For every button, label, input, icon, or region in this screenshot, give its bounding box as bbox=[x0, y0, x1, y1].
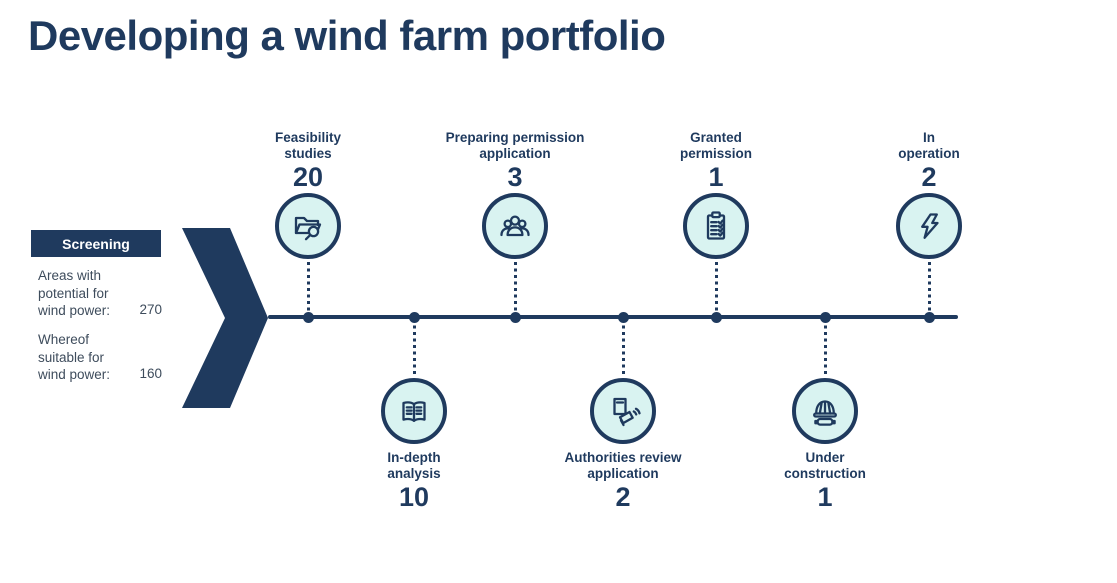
chevron-right-arrow bbox=[182, 228, 268, 408]
timeline-node bbox=[509, 311, 521, 323]
page-title: Developing a wind farm portfolio bbox=[28, 12, 666, 59]
stage-label: Feasibility studies bbox=[274, 130, 342, 161]
stage-under-construction: Under construction 1 bbox=[740, 378, 910, 513]
stat-line: wind power: bbox=[38, 367, 111, 382]
folder-search-icon bbox=[294, 216, 322, 241]
stage-icon-circle bbox=[381, 378, 447, 444]
stage-icon-circle bbox=[482, 193, 548, 259]
timeline-node bbox=[302, 311, 314, 323]
dotted-connector bbox=[927, 262, 931, 314]
stat-line: suitable for bbox=[38, 349, 105, 365]
stat-suitable-areas: Whereof suitable for wind power: 160 bbox=[38, 331, 162, 384]
timeline-node bbox=[923, 311, 935, 323]
stage-label: In-depth analysis bbox=[387, 450, 441, 481]
people-group-icon bbox=[500, 215, 530, 237]
stage-count: 10 bbox=[398, 482, 430, 512]
stage-label: Authorities review application bbox=[564, 450, 682, 481]
dotted-connector bbox=[621, 319, 625, 377]
clipboard-checklist-icon bbox=[706, 211, 726, 240]
timeline-node bbox=[408, 311, 420, 323]
stage-count: 20 bbox=[292, 162, 324, 192]
stat-line: Areas with bbox=[38, 268, 102, 283]
document-megaphone-icon bbox=[613, 397, 641, 427]
dotted-connector bbox=[513, 262, 517, 314]
stat-line: potential for bbox=[38, 285, 109, 301]
stage-icon-circle bbox=[896, 193, 962, 259]
stage-granted-permission: Granted permission 1 bbox=[631, 130, 801, 259]
stage-icon-circle bbox=[683, 193, 749, 259]
lightning-bolt-icon bbox=[921, 213, 939, 239]
dotted-connector bbox=[714, 262, 718, 314]
stat-line: wind power: bbox=[38, 303, 111, 318]
screening-stage-label: Screening bbox=[31, 230, 161, 257]
stage-icon-circle bbox=[792, 378, 858, 444]
dotted-connector bbox=[823, 319, 827, 377]
stage-in-depth-analysis: In-depth analysis 10 bbox=[329, 378, 499, 513]
stage-count: 3 bbox=[507, 162, 523, 192]
dotted-connector bbox=[412, 319, 416, 377]
stage-label: In operation bbox=[898, 130, 960, 161]
stage-preparing-permission-application: Preparing permission application 3 bbox=[430, 130, 600, 259]
stat-value: 160 bbox=[139, 366, 162, 381]
stage-count: 1 bbox=[708, 162, 724, 192]
timeline-axis bbox=[268, 315, 958, 319]
stat-potential-areas: Areas with potential for wind power: 270 bbox=[38, 267, 162, 320]
timeline-node bbox=[710, 311, 722, 323]
dotted-connector bbox=[306, 262, 310, 314]
stage-label: Under construction bbox=[784, 450, 866, 481]
stage-count: 2 bbox=[615, 482, 631, 512]
stage-in-operation: In operation 2 bbox=[844, 130, 1014, 259]
hardhat-goggles-icon bbox=[813, 400, 837, 426]
stage-label: Preparing permission application bbox=[445, 130, 585, 161]
timeline-node bbox=[819, 311, 831, 323]
open-book-icon bbox=[402, 401, 426, 422]
stat-value: 270 bbox=[139, 302, 162, 317]
stage-count: 1 bbox=[817, 482, 833, 512]
stage-authorities-review-application: Authorities review application 2 bbox=[538, 378, 708, 513]
stage-icon-circle bbox=[275, 193, 341, 259]
stat-line: Whereof bbox=[38, 332, 90, 347]
timeline-node bbox=[617, 311, 629, 323]
stage-count: 2 bbox=[921, 162, 937, 192]
stage-icon-circle bbox=[590, 378, 656, 444]
stage-feasibility-studies: Feasibility studies 20 bbox=[223, 130, 393, 259]
stage-label: Granted permission bbox=[679, 130, 753, 161]
